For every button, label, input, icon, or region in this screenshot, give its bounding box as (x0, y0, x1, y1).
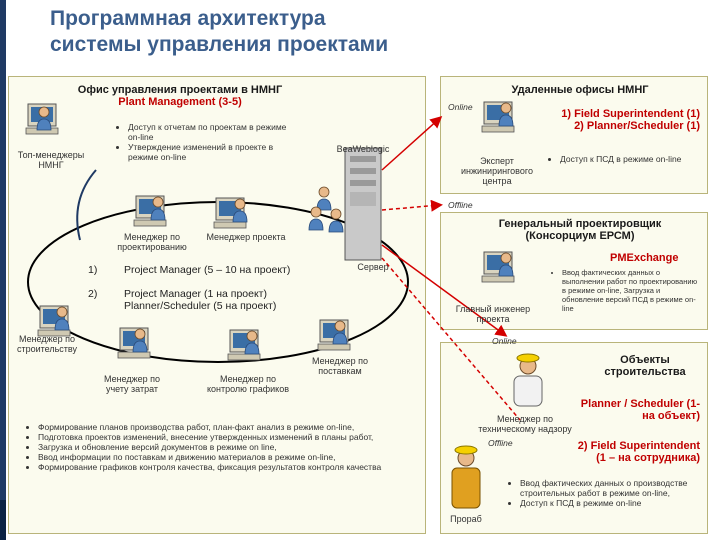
office-bullets: Доступ к отчетам по проектам в режиме on… (118, 122, 288, 162)
sites-roles-line2: на объект) (642, 410, 700, 422)
item1-number: 1) (88, 264, 98, 276)
epcm-offline-label: Offline (448, 200, 473, 210)
mgr-supply-label: Менеджер по поставкам (311, 356, 369, 376)
foreman-icon (451, 445, 481, 509)
epcm-header: Генеральный проектировщик (Консорциум ЕР… (460, 218, 700, 242)
item2-number: 2) (88, 288, 98, 300)
sites-bullets: Ввод фактических данных о производстве с… (510, 478, 706, 508)
office-header-line1: Офис управления проектами в НМНГ (77, 84, 283, 96)
remote-roles-line1: 1) Field Superintendent (1) (561, 108, 700, 120)
office-bottom-bullet-1: Формирование планов производства работ, … (38, 422, 414, 432)
link-sites-2 (381, 257, 521, 421)
remote-bullets: Доступ к ПСД в режиме on-line (550, 154, 706, 164)
mgr-design-label: Менеджер по проектированию (117, 232, 187, 252)
office-header-line2: Plant Management (3-5) (118, 96, 242, 108)
remote-roles: 1) Field Superintendent (1) 2) Planner/S… (520, 108, 700, 132)
epcm-bullets: Ввод фактических данных о выполнении раб… (552, 268, 702, 313)
office-bottom-bullet-3: Загрузка и обновление версий документов … (38, 442, 414, 452)
sites-roles2-line2: (1 – на сотрудника) (596, 452, 700, 464)
office-bullet-2: Утверждение изменений в проекте в режиме… (128, 142, 288, 162)
sites-bullet-2: Доступ к ПСД в режиме on-line (520, 498, 706, 508)
sites-roles: Planner / Scheduler (1- на объект) (560, 398, 700, 422)
remote-header: Удаленные офисы НМНГ (511, 84, 649, 96)
pmexchange-label: PMExchange (610, 252, 679, 264)
server-icon (344, 147, 382, 261)
link-sites (381, 244, 508, 337)
sites-offline-label: Offline (488, 438, 513, 448)
sites-online-label: Online (492, 336, 517, 346)
link-remote (381, 115, 443, 171)
expert-label: Эксперт инжинирингового центра (461, 156, 533, 186)
sites-panel (440, 342, 708, 534)
remote-offices-panel (440, 76, 708, 194)
epcm-bullet-1: Ввод фактических данных о выполнении раб… (562, 268, 702, 313)
remote-online-label: Online (448, 102, 473, 112)
sites-header-line1: Объекты (620, 354, 670, 366)
server-label: Сервер (357, 262, 389, 272)
chief-engineer-label: Главный инженер проекта (455, 304, 531, 324)
weblogic-label: BeaWeblogic (336, 144, 390, 154)
remote-bullet-1: Доступ к ПСД в режиме on-line (560, 154, 706, 164)
tech-supervision-label: Менеджер по техническому надзору (478, 414, 572, 434)
epcm-header-line2: (Консорциум ЕРСМ) (525, 230, 635, 242)
sites-bullet-1: Ввод фактических данных о производстве с… (520, 478, 706, 498)
link-epcm (381, 199, 443, 212)
left-accent-bar (0, 0, 6, 540)
office-bottom-bullet-2: Подготовка проектов изменений, внесение … (38, 432, 414, 442)
mgr-construction-label: Менеджер по строительству (16, 334, 78, 354)
sites-roles2-line1: 2) Field Superintendent (577, 440, 700, 452)
office-bottom-bullet-5: Формирование графиков контроля качества,… (38, 462, 414, 472)
top-managers-arrow (76, 169, 97, 241)
item1-text: Project Manager (5 – 10 на проект) (124, 264, 291, 276)
mgr-cost-label: Менеджер по учету затрат (103, 374, 161, 394)
top-managers-label: Топ-менеджеры НМНГ (17, 150, 85, 170)
item2-text-line1: Project Manager (1 на проект) (124, 288, 267, 300)
sites-header-line2: строительства (604, 366, 686, 378)
item2-text-line2: Planner/Scheduler (5 на проект) (124, 300, 277, 312)
sites-header: Объекты строительства (590, 354, 700, 378)
sites-roles-line1: Planner / Scheduler (1- (580, 398, 700, 410)
office-header: Офис управления проектами в НМНГ Plant M… (60, 84, 300, 108)
mgr-project-label: Менеджер проекта (206, 232, 286, 242)
tech-supervisor-icon (513, 353, 543, 407)
epcm-header-line1: Генеральный проектировщик (498, 218, 662, 230)
page-title-line1: Программная архитектура (50, 7, 326, 30)
item2-text: Project Manager (1 на проект) Planner/Sc… (124, 288, 276, 312)
foreman-label: Прораб (450, 514, 482, 524)
page-title: Программная архитектура системы управлен… (50, 6, 470, 58)
mgr-schedule-label: Менеджер по контролю графиков (206, 374, 289, 394)
remote-roles-line2: 2) Planner/Scheduler (1) (574, 120, 700, 132)
left-accent-bar-dark (0, 500, 6, 540)
office-bullet-1: Доступ к отчетам по проектам в режиме on… (128, 122, 288, 142)
sites-roles2: 2) Field Superintendent (1 – на сотрудни… (550, 440, 700, 464)
office-bottom-bullets: Формирование планов производства работ, … (28, 422, 414, 472)
office-bottom-bullet-4: Ввод информации по поставкам и движению … (38, 452, 414, 462)
page-title-line2: системы управления проектами (50, 33, 389, 56)
